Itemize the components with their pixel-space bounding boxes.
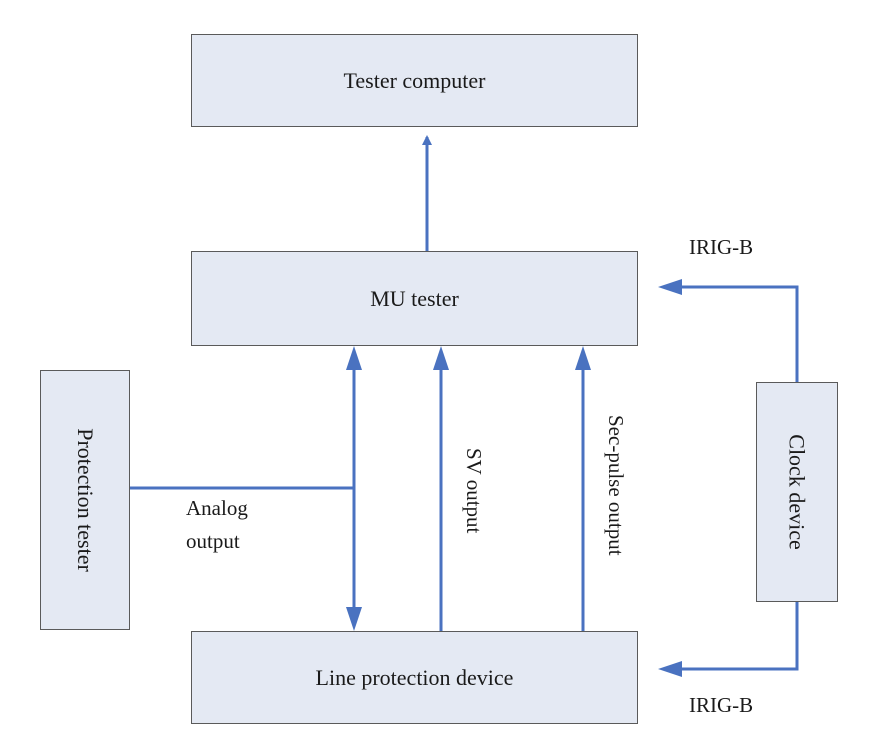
clock-device-label: Clock device [785, 434, 810, 550]
line-protection-device-box: Line protection device [191, 631, 638, 724]
protection-tester-label: Protection tester [73, 428, 99, 572]
arrowhead-sv-up [433, 346, 449, 370]
tester-computer-label: Tester computer [343, 67, 486, 93]
mu-tester-label: MU tester [370, 285, 459, 311]
analog-output-label-line1: Analog [186, 496, 248, 520]
arrowhead-irig-b-mu [658, 279, 682, 295]
arrow-irig-b-to-mu [672, 285, 799, 382]
arrowhead-sec-pulse-up [575, 346, 591, 370]
clock-device-box: Clock device [756, 382, 838, 602]
irig-b-bottom-label: IRIG-B [689, 693, 754, 717]
arrowhead-irig-b-line [658, 661, 682, 677]
arrow-irig-b-to-line-protection [672, 602, 799, 671]
arrowhead-analog-down [346, 607, 362, 631]
tester-computer-box: Tester computer [191, 34, 638, 127]
irig-b-top-label: IRIG-B [689, 235, 754, 259]
protection-tester-box: Protection tester [40, 370, 130, 630]
line-protection-device-label: Line protection device [315, 664, 514, 690]
arrowhead-analog-up [346, 346, 362, 370]
analog-output-label-line2: output [186, 529, 240, 553]
mu-tester-box: MU tester [191, 251, 638, 346]
sv-output-label: SV output [462, 448, 486, 534]
sec-pulse-output-label: Sec-pulse output [604, 415, 628, 556]
